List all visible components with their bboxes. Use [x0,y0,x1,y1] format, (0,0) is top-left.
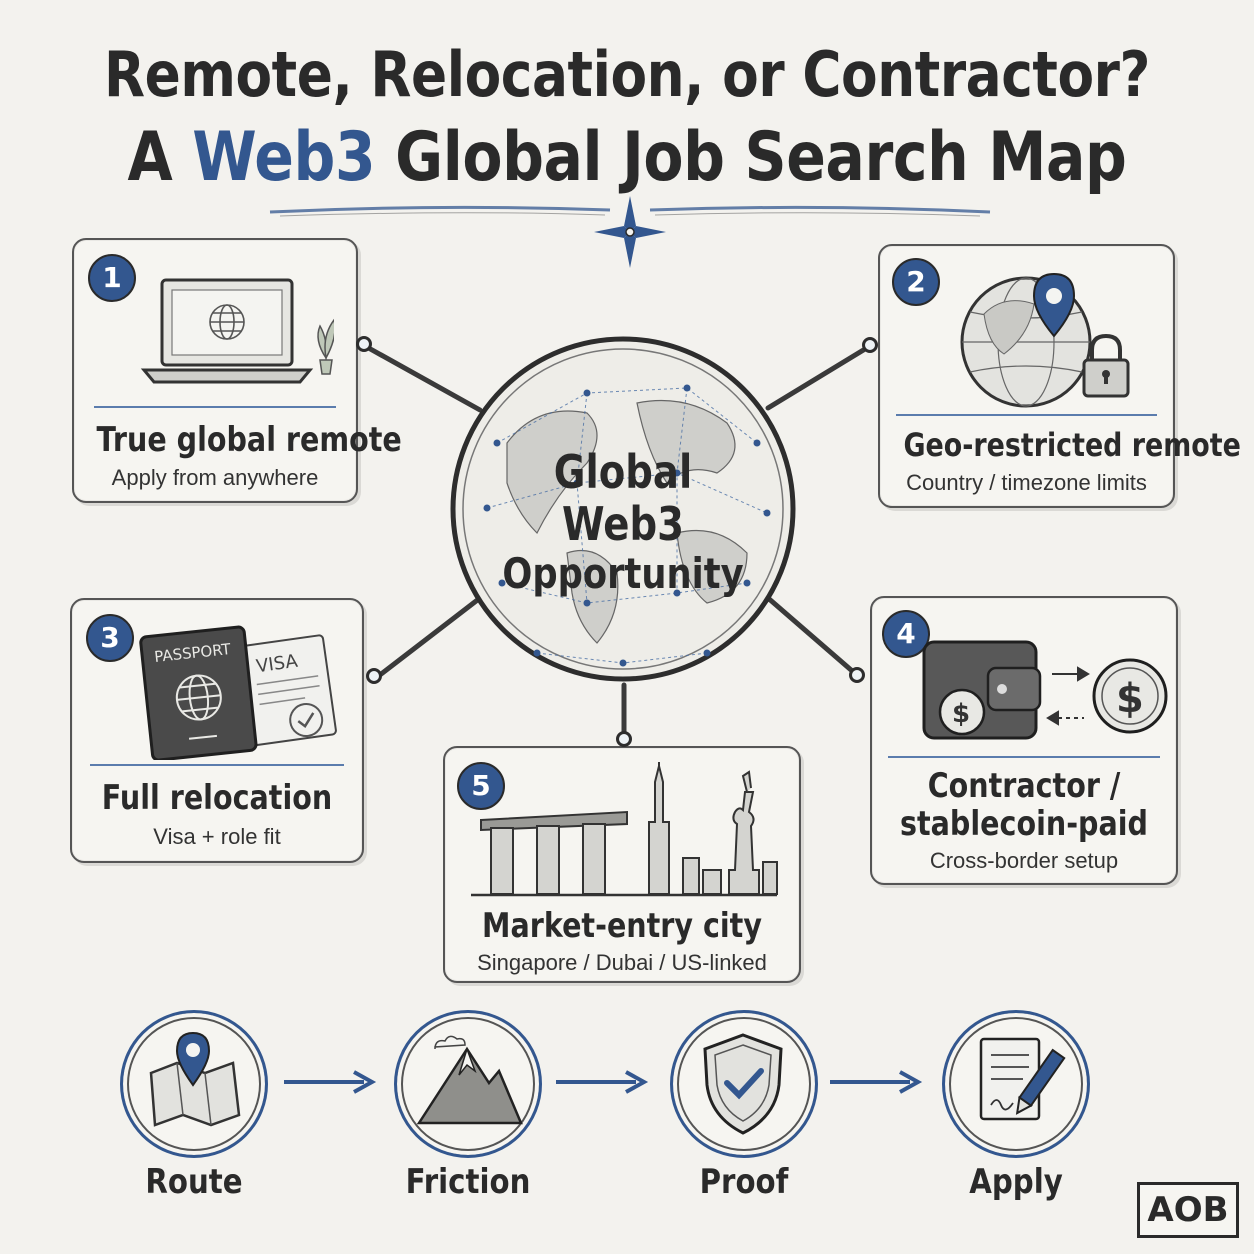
card-true-global-remote: 1 True global remote Apply from anywhere [72,238,402,503]
title-line-1: Remote, Relocation, or Contractor? [103,38,1151,111]
wallet-coin-icon: $ $ [922,640,1168,740]
card-4-subtitle: Cross-border setup [929,848,1119,873]
card-5-subtitle: Singapore / Dubai / US-linked [477,950,767,975]
location-pin-icon [1032,272,1076,338]
arrow-icon [284,1070,377,1094]
step-proof [670,1010,818,1158]
step-apply [942,1010,1090,1158]
svg-text:$: $ [952,699,970,729]
arrow-icon [830,1070,923,1094]
hub-globe: Global Web3 Opportunity [447,333,799,685]
card-1-subtitle: Apply from anywhere [111,465,319,490]
step-route [120,1010,268,1158]
map-pin-icon [149,1031,241,1127]
card-5-title: Market-entry city [482,906,762,946]
compass-divider [269,196,991,268]
hub-line-1: Global [553,445,693,499]
card-1-title: True global remote [96,420,402,460]
card-1-badge: 1 [88,254,136,302]
step-route-label: Route [145,1162,243,1202]
globe-icon [450,336,796,682]
card-3-title: Full relocation [101,778,333,818]
passport-book: PASSPORT [139,625,258,760]
coin-icon: $ [1092,658,1168,734]
lock-icon [1082,333,1130,398]
brand-logo: AOB [1137,1182,1239,1238]
card-full-relocation: 3 VISA PASSPORT Full relocation Visa + r… [70,598,364,863]
step-friction [394,1010,542,1158]
city-skyline-icon [471,762,778,897]
compass-icon [594,196,666,268]
card-market-entry-city: 5 Market-entry city Singapore / Dubai / … [443,746,801,983]
arrow-icon [556,1070,649,1094]
passport-visa-icon: VISA PASSPORT [139,625,337,760]
hub-line-2: Web3 [561,497,684,551]
hub-line-3: Opportunity [502,549,744,598]
card-2-title: Geo-restricted remote [903,426,1241,464]
card-4-badge: 4 [882,610,930,658]
card-2-subtitle: Country / timezone limits [906,470,1147,495]
card-2-badge: 2 [892,258,940,306]
step-apply-label: Apply [969,1162,1063,1202]
mountain-icon [416,1035,523,1125]
card-geo-restricted-remote: 2 Geo-restricted remote Country / timezo… [878,244,1241,508]
connector-node-1 [356,336,372,352]
card-5-badge: 5 [457,762,505,810]
globe-pin-lock-icon [960,272,1130,408]
laptop-icon [140,278,334,384]
connector-node-2 [862,337,878,353]
title-line-2: A Web3 Global Job Search Map [127,118,1127,197]
document-pen-icon [979,1037,1066,1121]
connector-node-4 [849,667,865,683]
step-proof-label: Proof [699,1162,789,1202]
card-contractor-stablecoin: 4 $ $ Contractor / stablecoin-paid Cross… [870,596,1178,885]
visa-card: VISA [238,634,337,747]
shield-check-icon [703,1033,783,1135]
card-3-subtitle: Visa + role fit [153,824,281,849]
connector-node-5 [616,731,632,747]
wallet-icon: $ [922,640,1042,740]
globe-small-icon [209,304,245,340]
connector-node-3 [366,668,382,684]
card-4-title-line-1: Contractor / [927,766,1121,806]
title-accent: Web3 [192,118,376,197]
card-4-title-line-2: stablecoin-paid [899,804,1149,844]
card-3-badge: 3 [86,614,134,662]
svg-text:$: $ [1116,676,1144,722]
step-friction-label: Friction [405,1162,531,1202]
plant-icon [317,318,334,375]
